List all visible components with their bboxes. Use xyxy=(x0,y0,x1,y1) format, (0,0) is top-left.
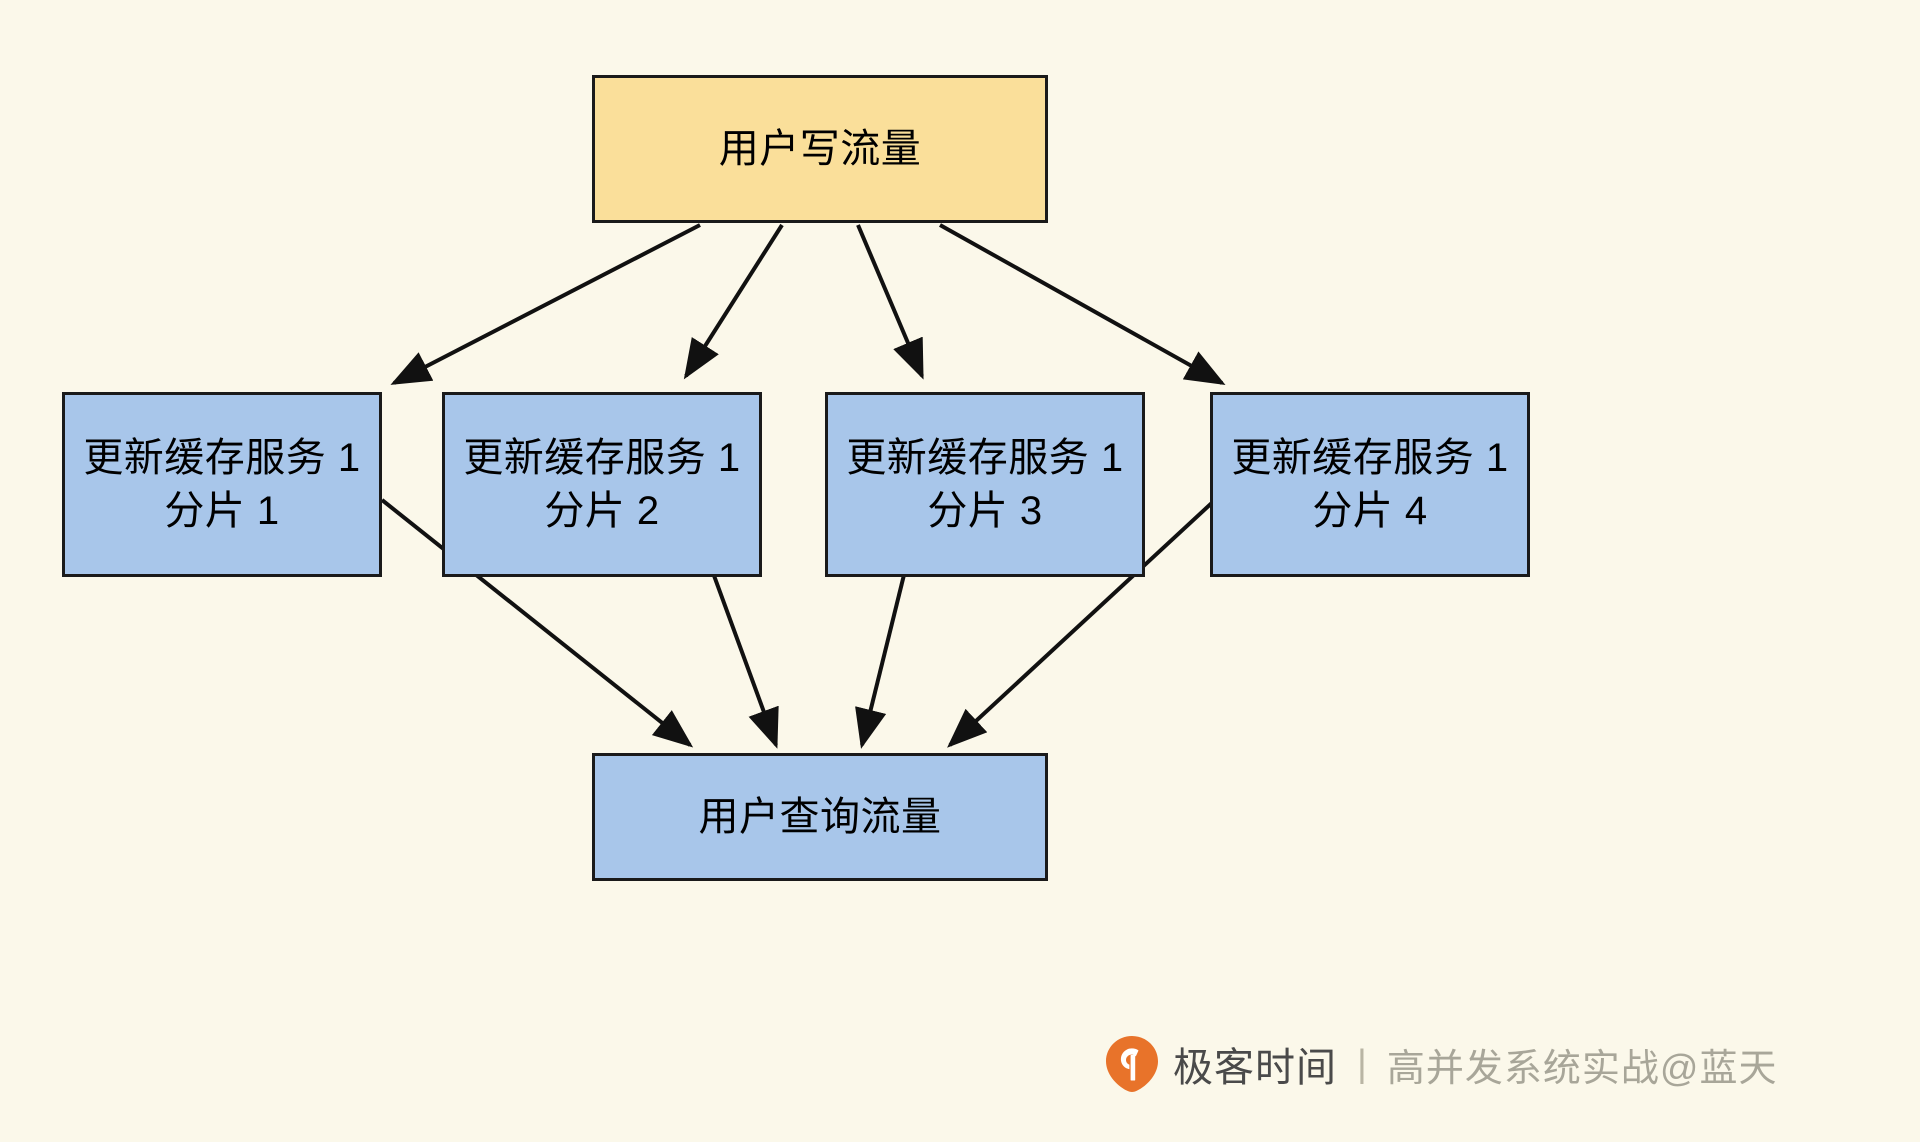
node-label: 更新缓存服务 1 分片 2 xyxy=(463,435,741,533)
node-user-query-traffic[interactable]: 用户查询流量 xyxy=(592,753,1048,881)
node-update-cache-service-shard-3[interactable]: 更新缓存服务 1 分片 3 xyxy=(825,392,1145,577)
edge-source-to-shard-3 xyxy=(856,224,924,380)
edge-source-to-shard-2 xyxy=(683,223,784,380)
node-label: 用户写流量 xyxy=(718,126,922,171)
node-update-cache-service-shard-2[interactable]: 更新缓存服务 1 分片 2 xyxy=(442,392,762,577)
node-update-cache-service-shard-4[interactable]: 更新缓存服务 1 分片 4 xyxy=(1210,392,1530,577)
brand-name: 极客时间 xyxy=(1173,1046,1337,1090)
edge-source-to-shard-4 xyxy=(939,223,1226,385)
edge-source-to-shard-1 xyxy=(390,223,701,385)
course-name: 高并发系统实战@蓝天 xyxy=(1386,1047,1778,1090)
node-update-cache-service-shard-1[interactable]: 更新缓存服务 1 分片 1 xyxy=(62,392,382,577)
watermark: 极客时间 | 高并发系统实战@蓝天 xyxy=(1105,1032,1777,1096)
node-label: 更新缓存服务 1 分片 3 xyxy=(846,435,1124,533)
node-user-write-traffic[interactable]: 用户写流量 xyxy=(592,75,1048,223)
geekbang-pin-icon xyxy=(1106,1036,1158,1092)
node-label: 更新缓存服务 1 分片 4 xyxy=(1231,435,1509,533)
watermark-separator: | xyxy=(1357,1043,1367,1085)
node-label: 用户查询流量 xyxy=(698,794,942,839)
node-label: 更新缓存服务 1 分片 1 xyxy=(83,435,361,533)
